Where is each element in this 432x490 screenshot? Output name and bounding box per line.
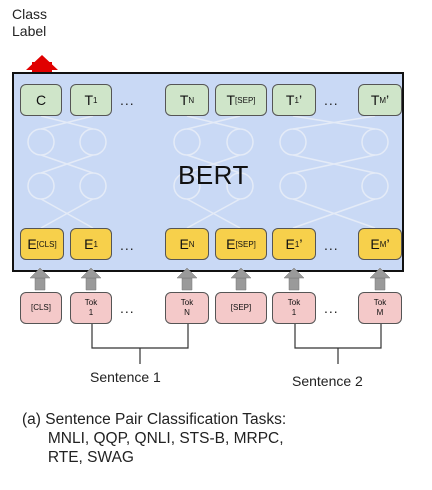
class-label: Class Label: [12, 6, 48, 39]
figure-caption: (a) Sentence Pair Classification Tasks: …: [22, 411, 287, 466]
input-token-tok1: Tok 1: [70, 292, 112, 324]
input-ellipsis-2: ...: [324, 300, 339, 316]
embedding-ellipsis-1: ...: [120, 237, 135, 253]
arrow-tokm: [374, 277, 386, 291]
bert-title: BERT: [178, 160, 249, 190]
output-token-c: C: [20, 84, 62, 116]
output-token-tsep: T[SEP]: [215, 84, 267, 116]
output-ellipsis-1: ...: [120, 92, 135, 108]
output-ellipsis-2: ...: [324, 92, 339, 108]
arrow-sep: [235, 277, 247, 291]
input-ellipsis-1: ...: [120, 300, 135, 316]
sentence2-label: Sentence 2: [292, 373, 363, 389]
input-token-sep: [SEP]: [215, 292, 267, 324]
input-token-cls: [CLS]: [20, 292, 62, 324]
class-arrow-stem: [32, 62, 52, 74]
sentence1-label: Sentence 1: [90, 369, 161, 385]
arrow-tok1: [85, 277, 97, 291]
arrow-tokn: [181, 277, 193, 291]
sentence2-bracket: [294, 324, 382, 364]
embedding-token-cls: E[CLS]: [20, 228, 64, 260]
input-token-tok1prime: Tok 1: [272, 292, 316, 324]
embedding-token-sep: E[SEP]: [215, 228, 267, 260]
input-token-tokm: Tok M: [358, 292, 402, 324]
input-token-tokn: Tok N: [165, 292, 209, 324]
embedding-ellipsis-2: ...: [324, 237, 339, 253]
sentence1-bracket: [91, 324, 189, 364]
arrow-cls: [34, 277, 46, 291]
arrow-tok1p: [288, 277, 300, 291]
